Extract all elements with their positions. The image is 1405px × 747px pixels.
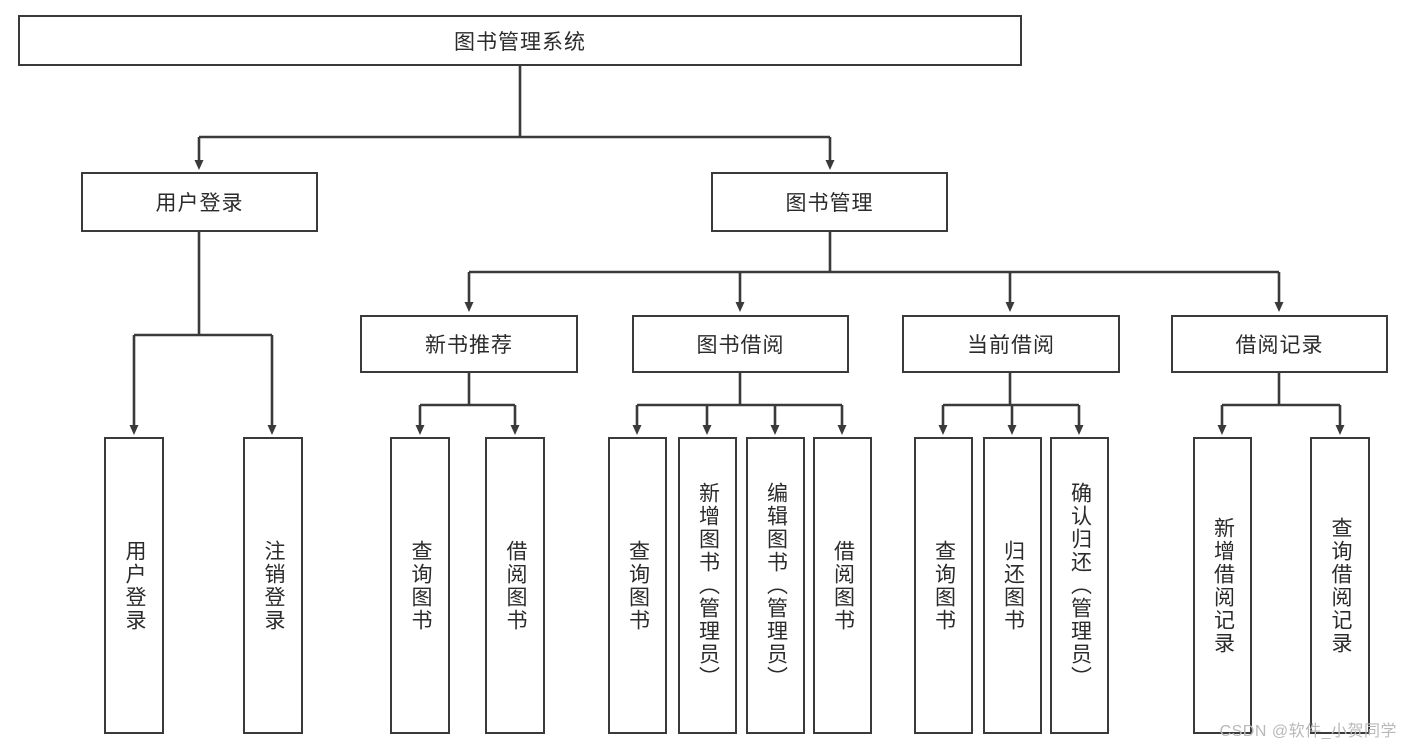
node-leaf-add-book[interactable]: 新增图书（管理员） (678, 437, 737, 734)
node-leaf-query-book-2-label: 查询图书 (626, 539, 650, 632)
node-leaf-borrow-book-1[interactable]: 借阅图书 (485, 437, 545, 734)
node-leaf-query-book-3-label: 查询图书 (932, 539, 956, 632)
node-root[interactable]: 图书管理系统 (18, 15, 1022, 66)
node-leaf-query-record[interactable]: 查询借阅记录 (1310, 437, 1370, 734)
node-leaf-query-book-3[interactable]: 查询图书 (914, 437, 973, 734)
node-leaf-borrow-book-2[interactable]: 借阅图书 (813, 437, 872, 734)
node-borrow-record-label: 借阅记录 (1235, 334, 1324, 357)
node-leaf-confirm-return-label: 确认归还（管理员） (1068, 482, 1092, 689)
node-leaf-query-book-1-label: 查询图书 (409, 539, 433, 632)
node-leaf-user-login-label: 用户登录 (123, 539, 147, 632)
node-new-book-rec[interactable]: 新书推荐 (360, 315, 578, 373)
node-current-borrow-label: 当前借阅 (967, 334, 1055, 357)
node-leaf-return-book[interactable]: 归还图书 (983, 437, 1042, 734)
node-book-manage[interactable]: 图书管理 (711, 172, 948, 232)
node-leaf-add-record[interactable]: 新增借阅记录 (1193, 437, 1252, 734)
node-book-borrow[interactable]: 图书借阅 (632, 315, 849, 373)
node-leaf-edit-book-label: 编辑图书（管理员） (764, 482, 788, 689)
node-borrow-record[interactable]: 借阅记录 (1171, 315, 1388, 373)
node-root-label: 图书管理系统 (454, 30, 586, 54)
node-leaf-confirm-return[interactable]: 确认归还（管理员） (1050, 437, 1109, 734)
node-leaf-query-record-label: 查询借阅记录 (1329, 516, 1353, 655)
node-leaf-query-book-1[interactable]: 查询图书 (390, 437, 450, 734)
node-book-manage-label: 图书管理 (785, 192, 874, 215)
node-leaf-logout[interactable]: 注销登录 (243, 437, 303, 734)
node-leaf-return-book-label: 归还图书 (1001, 539, 1025, 632)
node-user-login[interactable]: 用户登录 (81, 172, 318, 232)
node-leaf-borrow-book-1-label: 借阅图书 (504, 539, 528, 632)
node-new-book-rec-label: 新书推荐 (425, 334, 513, 357)
node-book-borrow-label: 图书借阅 (696, 334, 785, 357)
node-leaf-borrow-book-2-label: 借阅图书 (831, 539, 855, 632)
node-leaf-add-record-label: 新增借阅记录 (1211, 516, 1235, 655)
node-user-login-label: 用户登录 (155, 192, 244, 215)
node-leaf-edit-book[interactable]: 编辑图书（管理员） (746, 437, 805, 734)
node-leaf-query-book-2[interactable]: 查询图书 (608, 437, 667, 734)
node-leaf-logout-label: 注销登录 (262, 539, 286, 632)
node-leaf-user-login[interactable]: 用户登录 (104, 437, 164, 734)
node-current-borrow[interactable]: 当前借阅 (902, 315, 1120, 373)
watermark-text: CSDN @软件_小贺同学 (1219, 723, 1397, 740)
node-leaf-add-book-label: 新增图书（管理员） (696, 482, 720, 689)
